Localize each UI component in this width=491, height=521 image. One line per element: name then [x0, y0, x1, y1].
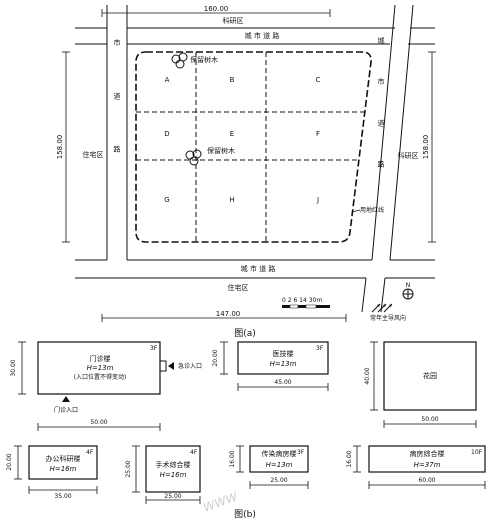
- building-outpatient-note: (入口位置不得变动): [74, 373, 127, 381]
- building-infectious-height: H=13m: [266, 461, 293, 469]
- building-outpatient-name: 门诊楼: [90, 354, 111, 363]
- building-surgery-depth: 25.00: [125, 460, 132, 477]
- zone-grid: [136, 52, 364, 242]
- zone-label-right: 科研区: [398, 151, 419, 160]
- building-medtech: 3F 医技楼 H=13m 20.00 45.00: [212, 341, 329, 391]
- figure-b: 3F 门诊楼 H=13m (入口位置不得变动) 急诊入口 门诊入口 30.00 …: [6, 341, 486, 520]
- building-ward-name: 病房综合楼: [410, 449, 445, 458]
- outpatient-entrance-arrow-icon: [62, 396, 70, 402]
- site-boundary: [135, 51, 372, 243]
- caption-b: 图(b): [234, 509, 256, 520]
- building-infectious-width: 25.00: [270, 477, 287, 484]
- dim-top: 160.00: [101, 5, 331, 17]
- road-label-top: 城 市 道 路: [245, 31, 280, 40]
- building-outpatient-floors: 3F: [150, 345, 158, 352]
- dim-left-label: 158.00: [56, 135, 64, 160]
- building-infectious-name: 传染病房楼: [262, 449, 297, 458]
- boundary-label: 用地红线: [360, 206, 384, 214]
- building-outpatient-width: 50.00: [90, 419, 107, 426]
- building-office-width: 35.00: [54, 493, 71, 500]
- zone-e: E: [230, 130, 234, 138]
- zone-a: A: [165, 76, 170, 84]
- emergency-entrance-arrow-icon: [168, 362, 174, 370]
- building-medtech-width: 45.00: [274, 379, 291, 386]
- building-infectious-floors: 3F: [297, 449, 305, 456]
- building-office-floors: 4F: [86, 449, 94, 456]
- building-garden: 花园 40.00 50.00: [364, 341, 477, 428]
- tree-icon-top: [171, 52, 188, 69]
- roads: [75, 4, 435, 313]
- building-ward: 10F 病房综合楼 H=37m 16.00 60.00: [346, 445, 486, 489]
- north-label: N: [406, 282, 411, 289]
- building-outpatient: 3F 门诊楼 H=13m (入口位置不得变动) 急诊入口 门诊入口 30.00 …: [10, 341, 202, 431]
- building-medtech-name: 医技楼: [273, 349, 294, 358]
- zone-label-left: 住宅区: [83, 150, 104, 159]
- dim-right: 158.00: [422, 51, 436, 243]
- zone-g: G: [164, 196, 169, 204]
- zone-j: J: [316, 196, 319, 204]
- zone-d: D: [164, 130, 169, 138]
- north-arrow-icon: N: [402, 282, 414, 300]
- building-infectious-depth: 16.00: [229, 450, 236, 467]
- building-ward-height: H=37m: [414, 461, 441, 469]
- dim-bottom: 147.00: [101, 310, 347, 322]
- building-infectious: 3F 传染病房楼 H=13m 16.00 25.00: [229, 445, 309, 489]
- zone-letters: A B C D E F G H J: [164, 76, 320, 204]
- road-label-right: 城 市 道 路: [377, 37, 385, 184]
- building-office-depth: 20.00: [6, 453, 13, 470]
- road-label-bottom: 城 市 道 路: [241, 264, 276, 273]
- zone-label-top: 科研区: [223, 16, 244, 25]
- building-outpatient-height: H=13m: [87, 364, 114, 372]
- tree-label-top: 保留树木: [190, 55, 218, 64]
- building-medtech-height: H=13m: [270, 360, 297, 368]
- building-outpatient-depth: 30.00: [10, 359, 17, 376]
- building-surgery: 4F 手术综合楼 H=16m 25.00 25.00: [125, 445, 201, 504]
- building-surgery-width: 25.00: [164, 493, 181, 500]
- building-outpatient-entrance-right: 急诊入口: [178, 362, 202, 370]
- dim-bottom-label: 147.00: [216, 310, 241, 318]
- dim-left: 158.00: [56, 51, 70, 243]
- tree-label-mid: 保留树木: [207, 146, 235, 155]
- building-garden-depth: 40.00: [364, 367, 371, 384]
- building-garden-width: 50.00: [421, 416, 438, 423]
- building-ward-depth: 16.00: [346, 450, 353, 467]
- building-medtech-depth: 20.00: [212, 349, 219, 366]
- building-office-name: 办公科研楼: [46, 454, 81, 463]
- building-medtech-floors: 3F: [316, 345, 324, 352]
- building-surgery-name: 手术综合楼: [156, 460, 191, 469]
- tree-icon-mid: [185, 149, 202, 166]
- zone-b: B: [230, 76, 235, 84]
- zone-h: H: [229, 196, 234, 204]
- zone-label-bottom: 住宅区: [228, 283, 249, 292]
- building-ward-floors: 10F: [471, 449, 483, 456]
- scale-bar: 0 2 6 14 30m: [282, 297, 330, 309]
- building-garden-name: 花园: [423, 371, 437, 380]
- building-office-height: H=16m: [50, 465, 77, 473]
- wind-label: 常年主导风向: [370, 314, 406, 322]
- figure-a: 160.00 科研区 城 市 道 路: [56, 0, 436, 339]
- building-surgery-floors: 4F: [190, 449, 198, 456]
- zone-c: C: [316, 76, 321, 84]
- dim-top-label: 160.00: [204, 5, 229, 13]
- dim-right-label: 158.00: [422, 135, 430, 160]
- building-ward-width: 60.00: [418, 477, 435, 484]
- zone-f: F: [316, 130, 320, 138]
- road-label-left: 城 市 道 路: [113, 0, 121, 174]
- caption-a: 图(a): [234, 328, 256, 339]
- building-office: 4F 办公科研楼 H=16m 20.00 35.00: [6, 445, 98, 500]
- scale-label: 0 2 6 14 30m: [282, 297, 322, 304]
- building-outpatient-entrance-bottom: 门诊入口: [54, 406, 78, 414]
- wind-arrows-icon: [371, 303, 393, 313]
- building-surgery-height: H=16m: [160, 471, 187, 479]
